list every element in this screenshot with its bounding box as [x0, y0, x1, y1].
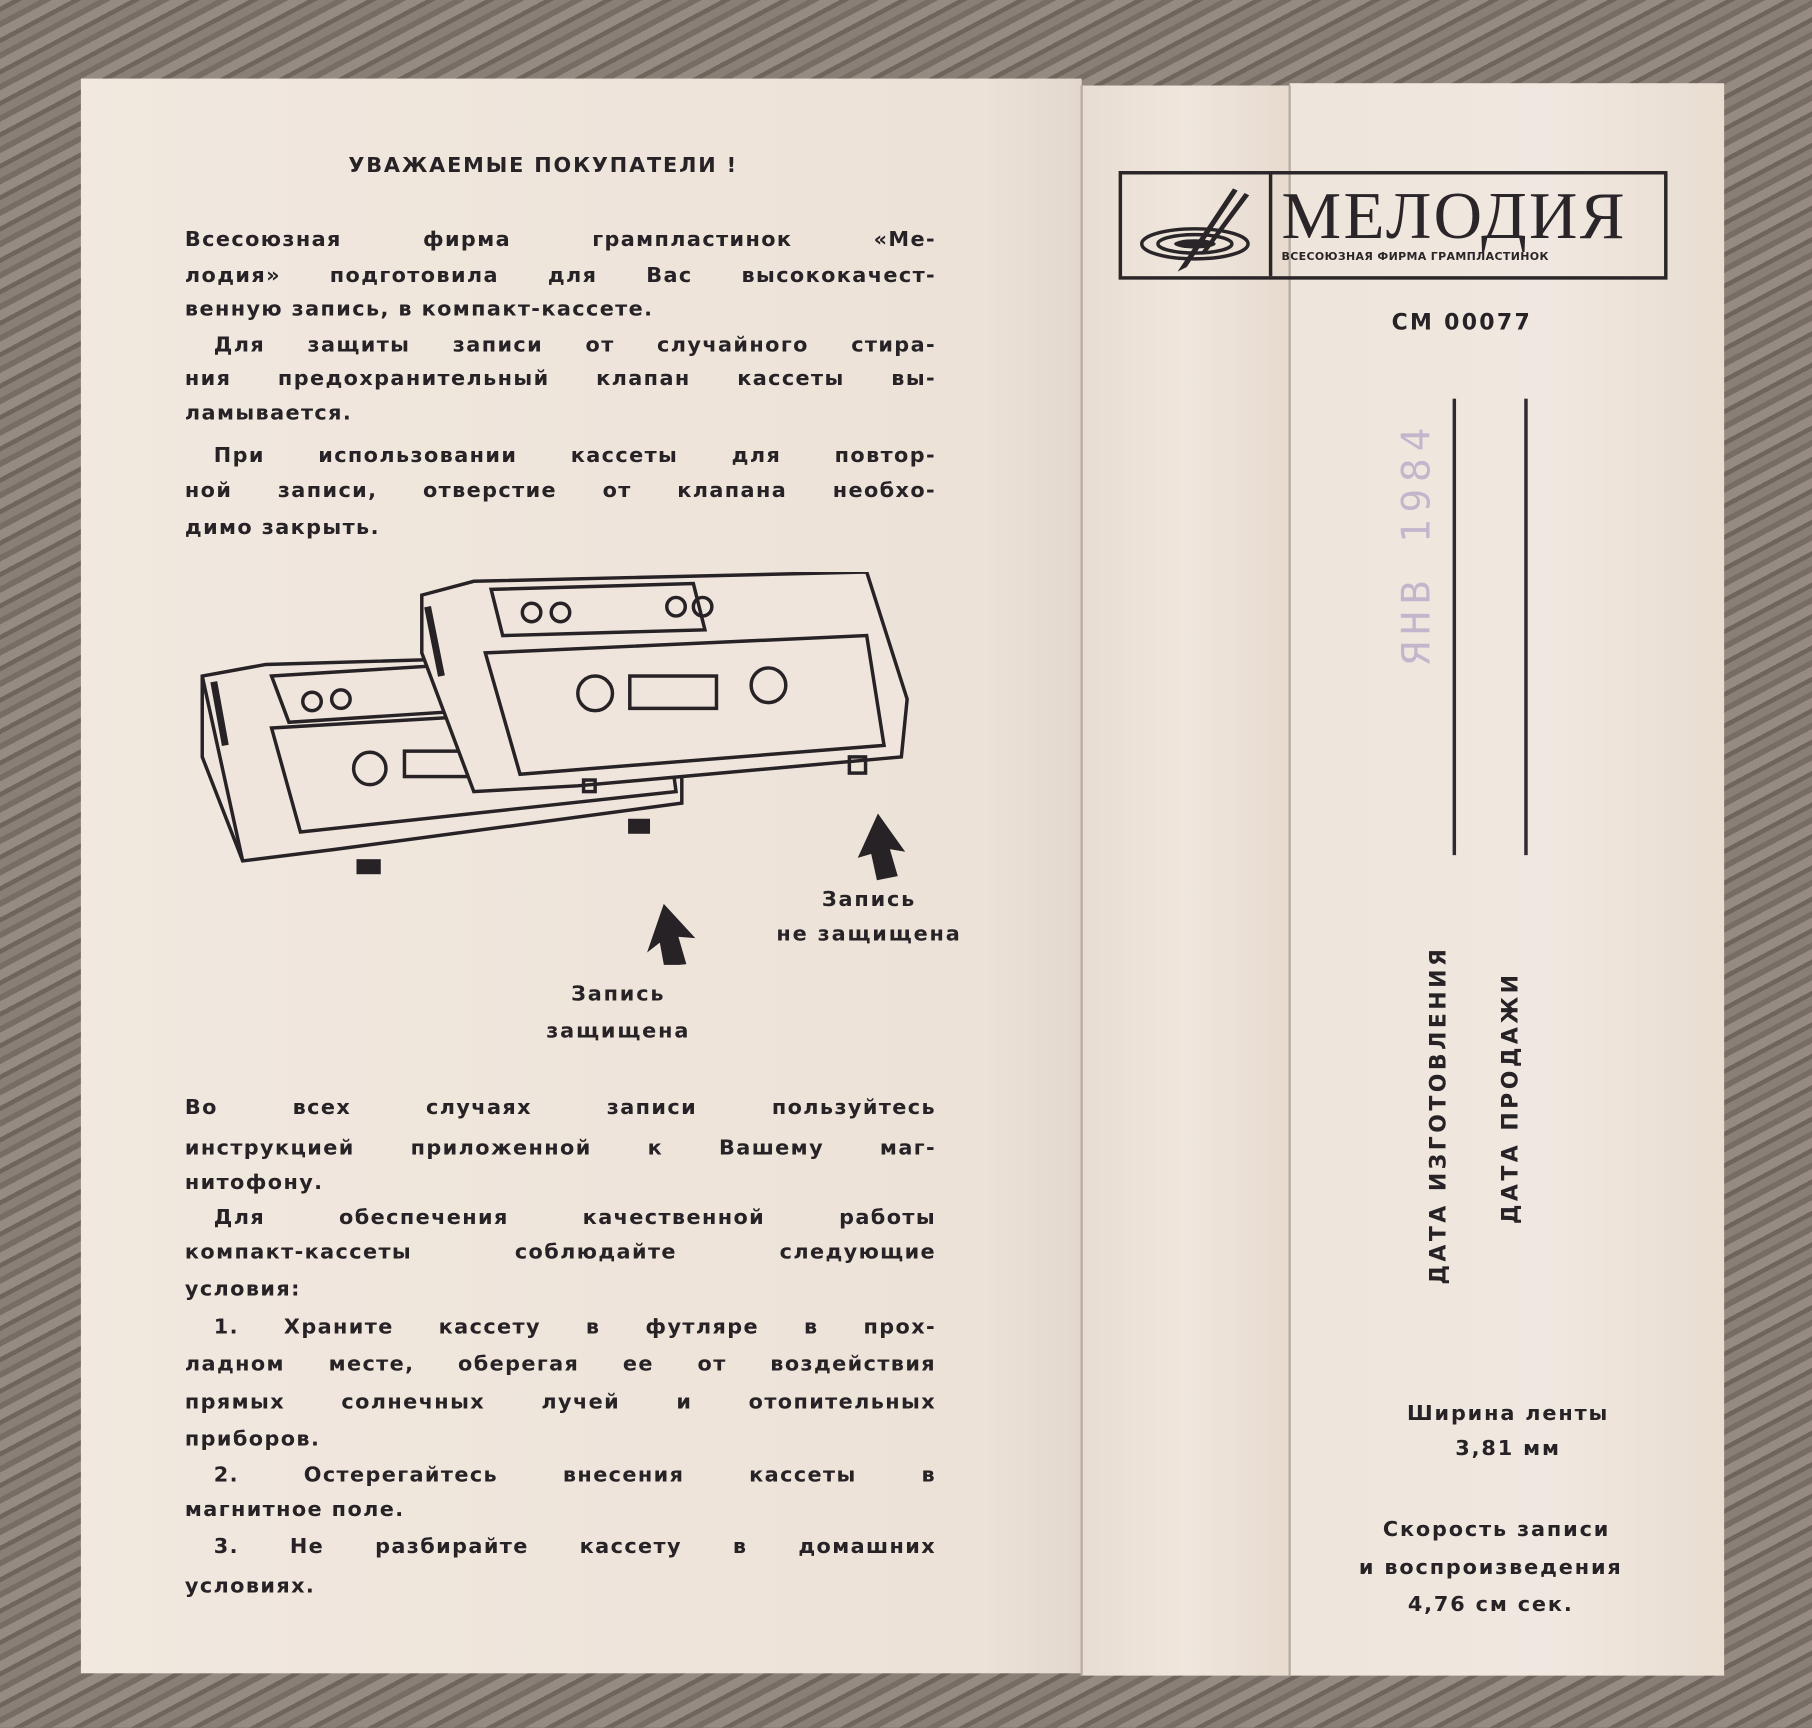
cassette-illustration	[200, 572, 909, 965]
record-note-logo-icon	[1139, 188, 1250, 272]
tape-width-value: 3,81 мм	[1455, 1436, 1561, 1461]
speed-label: Скорость записи	[1382, 1517, 1611, 1542]
text-line: инструкцией приложенной к Вашему маг-	[184, 1135, 937, 1161]
manufacture-date-label: ДАТА ИЗГОТОВЛЕНИЯ	[1426, 945, 1452, 1285]
label-protected-1: Запись	[571, 982, 666, 1007]
text-line: ладном месте, оберегая ее от воздействия	[184, 1352, 937, 1377]
logo-subtitle: ВСЕСОЮЗНАЯ ФИРМА ГРАМПЛАСТИНОК	[1281, 250, 1549, 264]
speed-value: 4,76 см сек.	[1407, 1592, 1574, 1617]
text-line: условиях.	[184, 1573, 316, 1599]
text-line: условия:	[184, 1276, 301, 1302]
fold-line	[1288, 85, 1291, 1676]
text-line: приборов.	[184, 1427, 321, 1452]
text-line: венную запись, в компакт-кассете.	[184, 296, 654, 322]
text-line: ния предохранительный клапан кассеты вы-	[184, 366, 937, 391]
insert-right-page	[1289, 83, 1725, 1676]
sale-date-line	[1524, 398, 1528, 856]
melodiya-logo: МЕЛОДИЯ ВСЕСОЮЗНАЯ ФИРМА ГРАМПЛАСТИНОК	[1118, 171, 1668, 280]
label-unprotected-2: не защищена	[776, 922, 962, 947]
sale-date-label: ДАТА ПРОДАЖИ	[1497, 971, 1524, 1225]
text-line: магнитное поле.	[184, 1497, 405, 1522]
label-unprotected-1: Запись	[821, 887, 917, 912]
text-line: 3. Не разбирайте кассету в домашних	[213, 1534, 937, 1559]
date-stamp: ЯНВ 1984	[1393, 420, 1440, 666]
label-protected-2: защищена	[546, 1019, 691, 1044]
insert-spine-strip	[1081, 85, 1290, 1676]
logo-wordmark: МЕЛОДИЯ	[1281, 177, 1627, 254]
cassette-unprotected	[420, 572, 909, 794]
text-line: нитофону.	[184, 1170, 324, 1195]
arrow-icon	[857, 813, 906, 881]
text-line: Для защиты записи от случайного стира-	[213, 332, 937, 358]
text-line: лодия» подготовила для Вас высококачест-	[184, 263, 937, 288]
text-line: Во всех случаях записи пользуйтесь	[184, 1095, 937, 1120]
manufacture-date-line	[1452, 398, 1457, 856]
text-line: ламывается.	[184, 400, 353, 426]
speed-label-2: и воспроизведения	[1358, 1555, 1623, 1580]
text-line: димо закрыть.	[184, 515, 380, 540]
text-line: прямых солнечных лучей и отопительных	[184, 1390, 937, 1415]
text-line: 2. Остерегайтесь внесения кассеты в	[213, 1462, 937, 1488]
logo-divider	[1268, 174, 1273, 277]
page-title: УВАЖАЕМЫЕ ПОКУПАТЕЛИ !	[348, 153, 738, 178]
text-line: ной записи, отверстие от клапана необхо-	[184, 478, 937, 503]
text-line: Для обеспечения качественной работы	[213, 1205, 937, 1230]
text-line: Всесоюзная фирма грампластинок «Ме-	[184, 227, 937, 252]
catalog-number: СМ 00077	[1391, 309, 1533, 336]
fold-line	[1080, 85, 1083, 1676]
insert-left-page	[80, 78, 1082, 1674]
text-line: компакт-кассеты соблюдайте следующие	[184, 1239, 937, 1265]
tape-width-label: Ширина ленты	[1406, 1401, 1610, 1427]
text-line: При использовании кассеты для повтор-	[213, 443, 937, 469]
text-line: 1. Храните кассету в футляре в прох-	[213, 1315, 937, 1340]
arrow-icon	[647, 903, 696, 965]
